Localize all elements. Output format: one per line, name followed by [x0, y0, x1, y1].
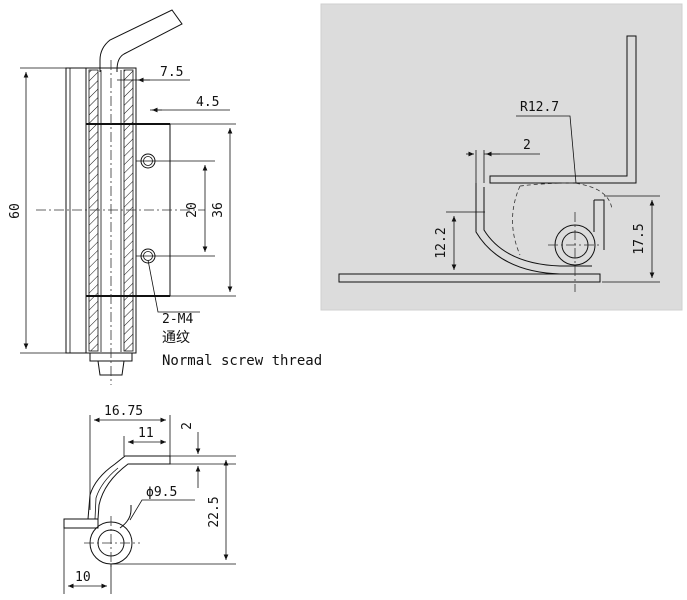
- radius-leader: [516, 115, 577, 184]
- front-view: 60 7.5 4.5 20 36 2-M4 通纹 Normal screw th…: [8, 9, 322, 385]
- dim-total-height: 60: [8, 203, 23, 219]
- dim-hole-spacing: 20: [185, 202, 200, 218]
- side-base-tab: [63, 518, 99, 529]
- swing-arc: [519, 182, 613, 211]
- diameter-leader: [129, 499, 195, 521]
- tube-wall-left: [88, 69, 99, 352]
- dim-pin-diameter: ϕ9.5: [146, 485, 177, 500]
- dim-height-b: 17.5: [632, 223, 647, 254]
- tube-wall-right: [123, 69, 134, 352]
- dim-radius: R12.7: [520, 100, 559, 115]
- dim-leaf-height: 36: [211, 202, 226, 218]
- side-view: 16.75 11 2 ϕ9.5 22.5 10: [63, 404, 236, 594]
- dim-gap: 2: [523, 138, 531, 153]
- hinge-leaf-outer: [475, 183, 600, 275]
- door-profile: [489, 35, 637, 184]
- dim-height-a: 12.2: [434, 227, 449, 258]
- hole-note-cn: 通纹: [162, 330, 190, 346]
- installed-view-panel: [320, 3, 683, 311]
- dim-base-width: 10: [75, 570, 91, 585]
- frame-base: [338, 273, 601, 283]
- dim-thickness: 2: [180, 422, 195, 430]
- dim-leaf-offset: 4.5: [196, 95, 219, 110]
- dim-total-width: 16.75: [104, 404, 143, 419]
- installed-view: R12.7 2 12.2 17.5: [320, 3, 683, 311]
- dim-total-height-side: 22.5: [207, 496, 222, 527]
- mounting-plate: [65, 67, 87, 354]
- hole-leader: [147, 259, 200, 313]
- hole-callout: 2-M4: [162, 312, 193, 327]
- hinge-leaf-inner: [483, 187, 592, 267]
- hole-note-en: Normal screw thread: [162, 353, 322, 369]
- dim-inner-width: 11: [138, 426, 154, 441]
- pin-bent-end: [99, 9, 183, 72]
- dim-tube-offset: 7.5: [160, 65, 183, 80]
